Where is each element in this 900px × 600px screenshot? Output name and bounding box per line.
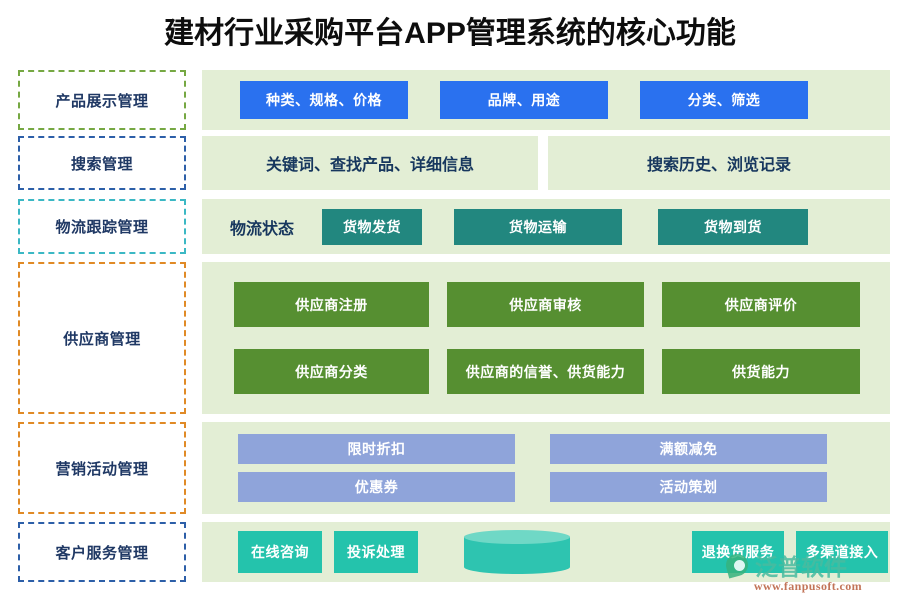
panel-marketing: 限时折扣 满额减免 优惠券 活动策划 (202, 422, 890, 514)
chip-logistics-2[interactable]: 货物运输 (454, 208, 623, 245)
chip-product-2[interactable]: 品牌、用途 (440, 81, 608, 119)
panel-product: 种类、规格、价格 品牌、用途 分类、筛选 (202, 70, 890, 130)
panel-group-product: 种类、规格、价格 品牌、用途 分类、筛选 (202, 70, 890, 130)
chip-marketing-1[interactable]: 限时折扣 (238, 434, 515, 464)
panel-search-history[interactable]: 搜索历史、浏览记录 (548, 136, 890, 190)
panel-group-search: 关键词、查找产品、详细信息 搜索历史、浏览记录 (202, 136, 890, 190)
chip-marketing-3[interactable]: 优惠券 (238, 472, 515, 502)
chip-supplier-3[interactable]: 供应商评价 (662, 282, 860, 327)
panel-group-marketing: 限时折扣 满额减免 优惠券 活动策划 (202, 422, 890, 514)
row-customer-service: 客户服务管理 在线咨询 投诉处理 退换货服务 多渠道接入 (0, 522, 900, 582)
chip-service-2[interactable]: 投诉处理 (334, 531, 418, 573)
row-marketing-activity: 营销活动管理 限时折扣 满额减免 优惠券 活动策划 (0, 422, 900, 514)
chip-product-1[interactable]: 种类、规格、价格 (240, 81, 408, 119)
page-title: 建材行业采购平台APP管理系统的核心功能 (164, 17, 736, 50)
chip-marketing-2[interactable]: 满额减免 (550, 434, 827, 464)
category-text: 供应商管理 (63, 330, 141, 348)
chip-service-4[interactable]: 多渠道接入 (796, 531, 888, 573)
category-label-supplier[interactable]: 供应商管理 (18, 262, 186, 414)
chip-service-3[interactable]: 退换货服务 (692, 531, 784, 573)
category-label-logistics[interactable]: 物流跟踪管理 (18, 199, 186, 254)
chip-supplier-5[interactable]: 供应商的信誉、供货能力 (447, 349, 644, 394)
category-text: 物流跟踪管理 (55, 219, 149, 236)
row-supplier-management: 供应商管理 供应商注册 供应商审核 供应商评价 供应商分类 供应商的信誉、供货能… (0, 262, 900, 414)
category-label-search[interactable]: 搜索管理 (18, 136, 186, 190)
panel-group-service: 在线咨询 投诉处理 退换货服务 多渠道接入 (202, 522, 890, 582)
panel-supplier: 供应商注册 供应商审核 供应商评价 供应商分类 供应商的信誉、供货能力 供货能力 (202, 262, 890, 414)
chip-marketing-4[interactable]: 活动策划 (550, 472, 827, 502)
category-label-customer-service[interactable]: 客户服务管理 (18, 522, 186, 582)
panel-group-logistics: 物流状态 货物发货 货物运输 货物到货 (202, 199, 890, 254)
panel-group-supplier: 供应商注册 供应商审核 供应商评价 供应商分类 供应商的信誉、供货能力 供货能力 (202, 262, 890, 414)
category-text: 产品展示管理 (55, 92, 149, 110)
panel-service: 在线咨询 投诉处理 退换货服务 多渠道接入 (202, 522, 890, 582)
panel-search-keywords-text: 关键词、查找产品、详细信息 (265, 157, 474, 174)
panel-search-keywords[interactable]: 关键词、查找产品、详细信息 (202, 136, 538, 190)
chip-product-3[interactable]: 分类、筛选 (640, 81, 808, 119)
chip-supplier-4[interactable]: 供应商分类 (234, 349, 429, 394)
cylinder-top (464, 530, 570, 544)
row-logistics-tracking: 物流跟踪管理 物流状态 货物发货 货物运输 货物到货 (0, 199, 900, 254)
category-text: 搜索管理 (70, 155, 133, 173)
category-text: 客户服务管理 (55, 544, 149, 562)
chip-supplier-2[interactable]: 供应商审核 (447, 282, 644, 327)
database-cylinder-icon (464, 530, 570, 574)
panel-logistics: 物流状态 货物发货 货物运输 货物到货 (202, 199, 890, 254)
category-label-marketing[interactable]: 营销活动管理 (18, 422, 186, 514)
row-search-management: 搜索管理 关键词、查找产品、详细信息 搜索历史、浏览记录 (0, 136, 900, 190)
logistics-status-label: 物流状态 (230, 220, 295, 238)
category-label-product-display[interactable]: 产品展示管理 (18, 70, 186, 130)
supplier-chip-grid: 供应商注册 供应商审核 供应商评价 供应商分类 供应商的信誉、供货能力 供货能力 (234, 282, 864, 394)
row-product-display: 产品展示管理 种类、规格、价格 品牌、用途 分类、筛选 (0, 70, 900, 130)
chip-supplier-6[interactable]: 供货能力 (662, 349, 860, 394)
chip-logistics-1[interactable]: 货物发货 (322, 208, 423, 245)
chip-supplier-1[interactable]: 供应商注册 (234, 282, 429, 327)
marketing-chip-grid: 限时折扣 满额减免 优惠券 活动策划 (238, 434, 858, 502)
panel-search-history-text: 搜索历史、浏览记录 (646, 157, 791, 174)
chip-logistics-3[interactable]: 货物到货 (658, 208, 809, 245)
category-text: 营销活动管理 (55, 460, 149, 478)
chip-service-1[interactable]: 在线咨询 (238, 531, 322, 573)
